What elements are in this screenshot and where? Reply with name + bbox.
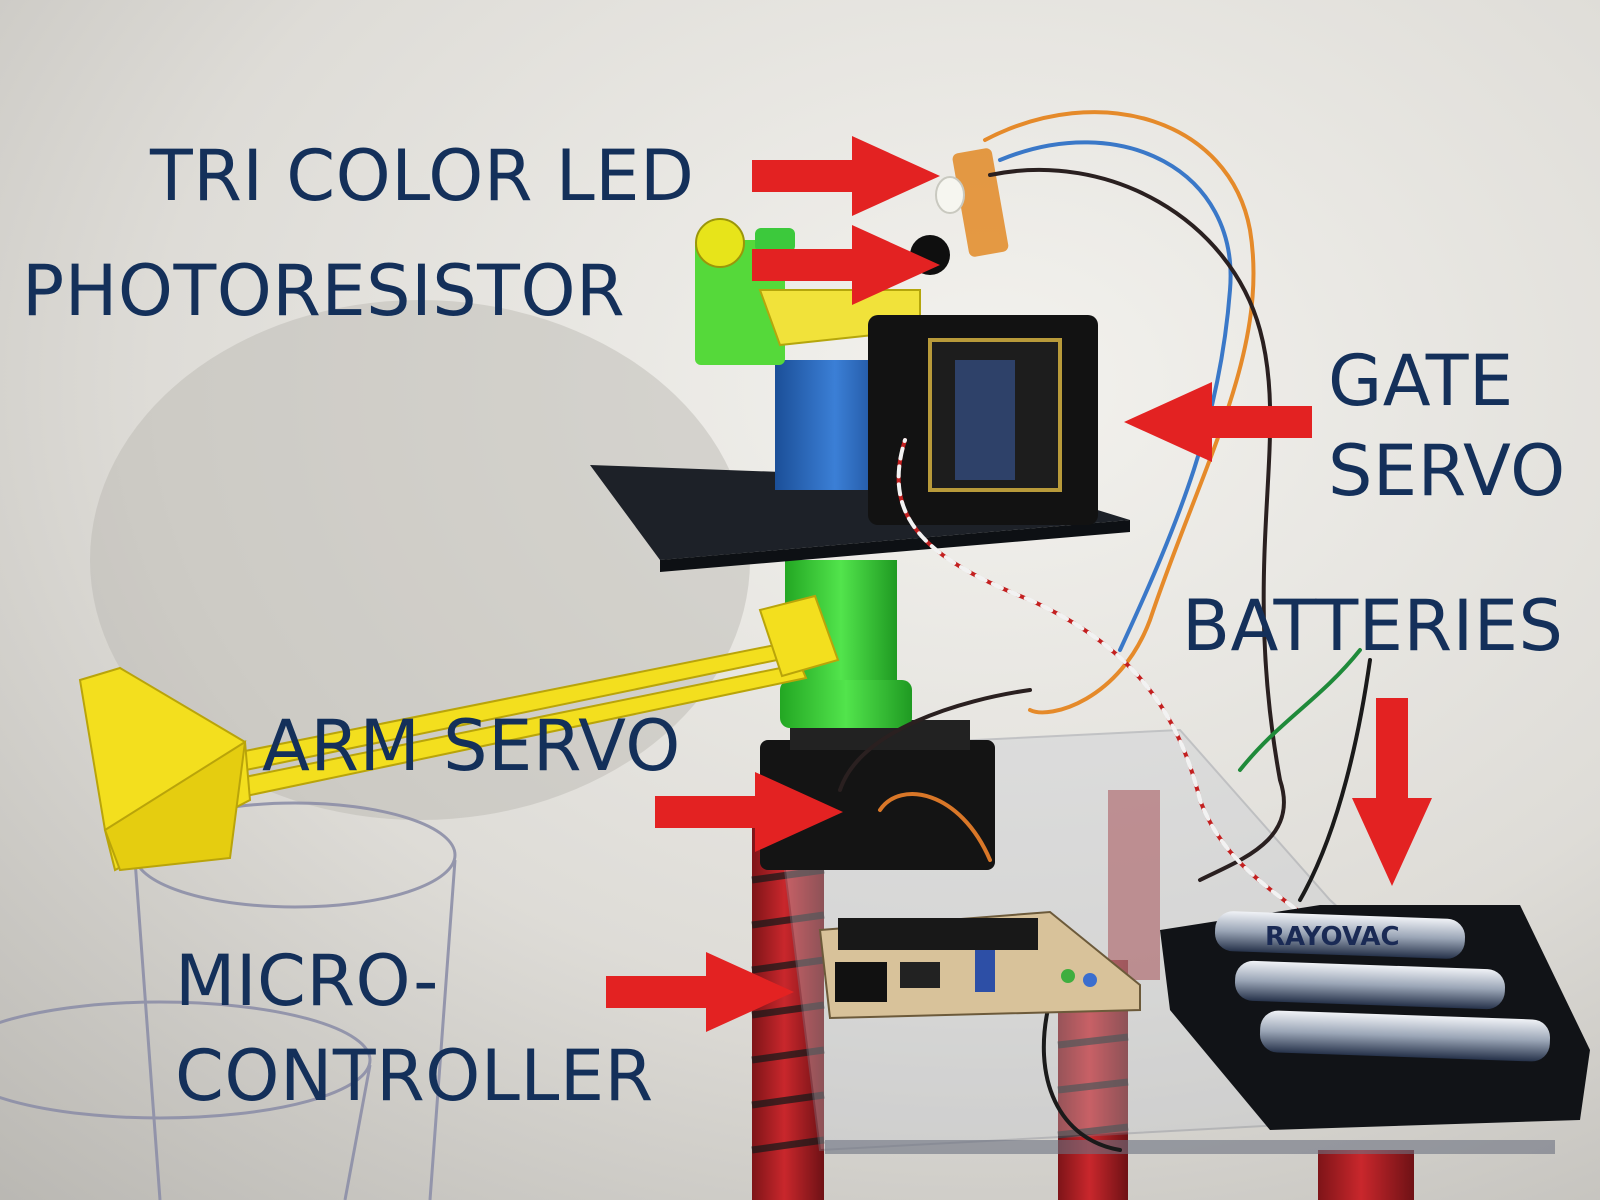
arrow-tri-color-led bbox=[752, 136, 940, 216]
label-arm-servo: ARM SERVO bbox=[262, 705, 681, 787]
arrow-photoresistor bbox=[752, 225, 940, 305]
gate-servo-body bbox=[868, 315, 1098, 525]
red-support-tubes bbox=[751, 790, 1414, 1200]
arrow-arm-servo bbox=[655, 772, 843, 852]
battery-pack: RAYOVAC bbox=[1160, 905, 1590, 1130]
arrow-gate-servo bbox=[1124, 382, 1312, 462]
label-photoresistor: PHOTORESISTOR bbox=[22, 250, 626, 332]
arrow-batteries bbox=[1352, 698, 1432, 886]
arrow-microcontroller bbox=[606, 952, 794, 1032]
battery-brand: RAYOVAC bbox=[1265, 922, 1400, 952]
clear-cups bbox=[0, 801, 457, 1200]
label-microcontroller-line2: CONTROLLER bbox=[175, 1035, 654, 1117]
label-gate-servo-line1: GATE bbox=[1328, 340, 1514, 422]
label-gate-servo-line2: SERVO bbox=[1328, 430, 1566, 512]
yellow-arm bbox=[78, 594, 840, 872]
label-tri-color-led: TRI COLOR LED bbox=[150, 135, 695, 217]
microcontroller-board bbox=[818, 910, 1141, 1020]
label-batteries: BATTERIES bbox=[1182, 585, 1564, 667]
wires bbox=[838, 110, 1372, 1152]
led bbox=[935, 176, 965, 214]
label-microcontroller-line1: MICRO- bbox=[175, 940, 439, 1022]
